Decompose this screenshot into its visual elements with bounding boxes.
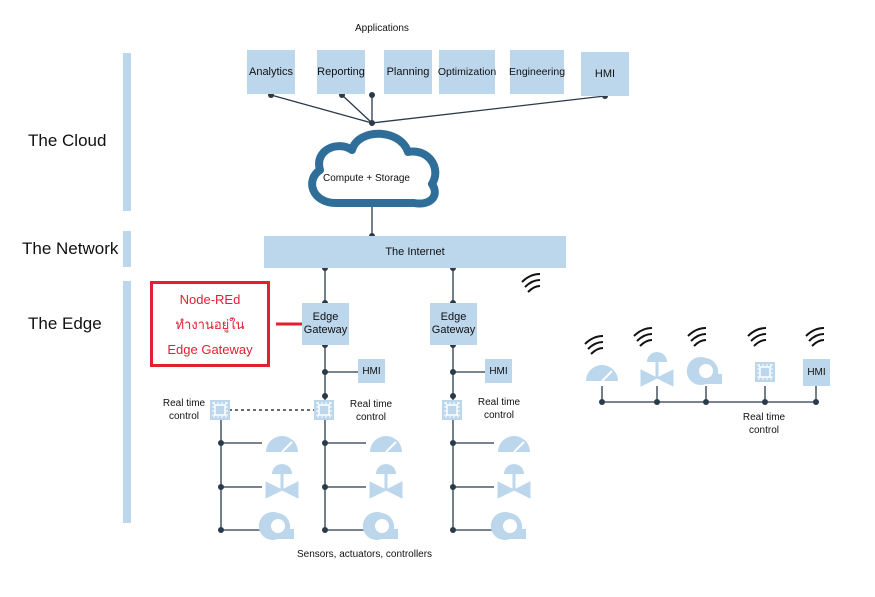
realtime-line1: Real time <box>742 412 786 423</box>
realtime-label: Real time control <box>160 397 208 423</box>
app-engineering[interactable]: Engineering <box>509 50 565 94</box>
pump-icon <box>490 512 526 540</box>
controller-icon <box>209 399 231 421</box>
edge-lane-bar <box>123 281 131 523</box>
callout-line3: Edge Gateway <box>167 341 253 357</box>
cloud-label: Compute + Storage <box>323 173 410 184</box>
callout-line2: ทำงานอยู่ใน <box>175 316 245 332</box>
sensor-icon <box>265 435 299 453</box>
wireless-icon <box>584 335 604 355</box>
wireless-icon <box>805 327 825 347</box>
valve-icon <box>264 462 300 500</box>
pump-icon <box>686 357 722 385</box>
sensor-icon <box>585 364 619 382</box>
lane-label-cloud: The Cloud <box>28 131 107 150</box>
network-lane-bar <box>123 231 131 267</box>
wireless-icon <box>521 273 541 293</box>
controller-icon <box>313 399 335 421</box>
realtime-line2: control <box>355 412 386 423</box>
wireless-icon <box>747 327 767 347</box>
realtime-line2: control <box>483 410 514 421</box>
valve-icon <box>496 462 532 500</box>
node-red-callout: Node-REd ทำงานอยู่ใน Edge Gateway <box>150 281 270 367</box>
app-optimization[interactable]: Optimization <box>438 50 496 94</box>
lane-label-edge: The Edge <box>28 314 102 333</box>
app-reporting[interactable]: Reporting <box>317 50 365 94</box>
realtime-line1: Real time <box>162 398 206 409</box>
realtime-line1: Real time <box>477 397 521 408</box>
cloud-icon <box>308 129 440 208</box>
gateway-line2: Gateway <box>303 324 348 336</box>
internet-label: The Internet <box>385 246 445 258</box>
valve-icon <box>639 350 675 388</box>
lane-label-network: The Network <box>22 239 119 258</box>
hmi-box[interactable]: HMI <box>485 359 512 383</box>
realtime-line2: control <box>748 425 779 436</box>
callout-line1: Node-REd <box>179 291 241 307</box>
edge-gateway-1[interactable]: Edge Gateway <box>302 303 349 345</box>
realtime-label: Real time control <box>474 396 524 422</box>
applications-heading: Applications <box>355 23 409 34</box>
realtime-line2: control <box>168 411 199 422</box>
realtime-label: Real time control <box>739 411 789 437</box>
cloud-lane-bar <box>123 53 131 211</box>
app-analytics[interactable]: Analytics <box>247 50 295 94</box>
app-planning[interactable]: Planning <box>384 50 432 94</box>
gateway-line1: Edge <box>312 311 339 323</box>
app-hmi[interactable]: HMI <box>581 52 629 96</box>
internet-bar: The Internet <box>264 236 566 268</box>
sensor-icon <box>369 435 403 453</box>
hmi-box[interactable]: HMI <box>358 359 385 383</box>
pump-icon <box>362 512 398 540</box>
valve-icon <box>368 462 404 500</box>
realtime-line1: Real time <box>349 399 393 410</box>
controller-icon <box>441 399 463 421</box>
sensor-icon <box>497 435 531 453</box>
gateway-line1: Edge <box>440 311 467 323</box>
wireless-icon <box>633 327 653 347</box>
sensors-caption: Sensors, actuators, controllers <box>297 549 433 560</box>
edge-gateway-2[interactable]: Edge Gateway <box>430 303 477 345</box>
hmi-box[interactable]: HMI <box>803 359 830 386</box>
realtime-label: Real time control <box>346 398 396 424</box>
wireless-icon <box>687 327 707 347</box>
pump-icon <box>258 512 294 540</box>
gateway-line2: Gateway <box>431 324 476 336</box>
controller-icon <box>754 361 776 383</box>
